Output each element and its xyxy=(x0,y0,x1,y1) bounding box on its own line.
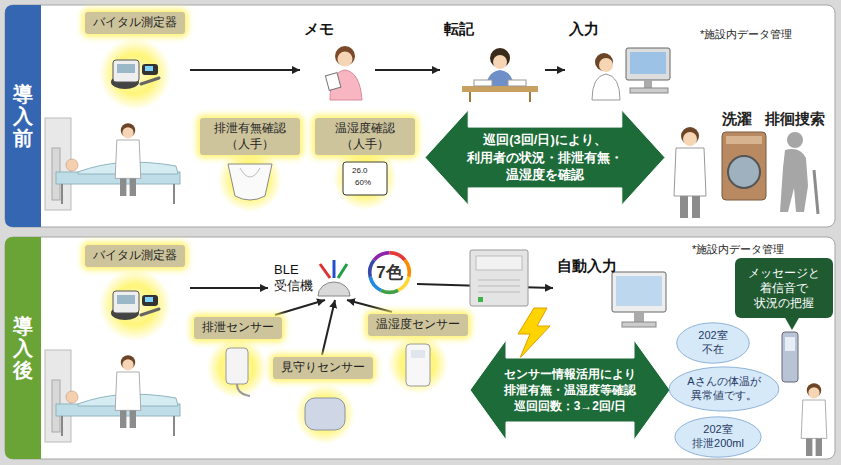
note-label: 洗濯 xyxy=(722,110,752,129)
tag-text: 排泄センサー xyxy=(194,317,282,339)
flow-arrow xyxy=(545,69,565,71)
flow-arrow xyxy=(190,287,268,289)
receiver-label: BLE 受信機 xyxy=(268,255,353,300)
flow-arrow xyxy=(347,300,392,312)
step-label: 自動入力 xyxy=(553,255,668,335)
transcribe-person xyxy=(462,48,538,102)
server xyxy=(470,250,528,306)
bubble-text: 202室 排泄200ml xyxy=(686,423,750,451)
thermo-hygro-sensor xyxy=(388,334,448,394)
bed-scene xyxy=(45,118,180,210)
alert-bubble: 202室 不在 xyxy=(676,322,750,364)
phase-panel: 導入後 バイタル測定器 BLE 受信機 7色 自動入力排泄センサー見守りセンサー 温湿度セ… xyxy=(5,237,835,459)
washing-machine xyxy=(722,132,766,200)
step-text: 転記 xyxy=(444,20,474,39)
caregiver xyxy=(674,127,706,218)
alert-bubble: Aさんの体温が 異常値です。 xyxy=(668,366,780,412)
step-label: 入力 xyxy=(565,18,680,103)
double-arrow: 巡回(3回/日)により、 利用者の状況・排泄有無・ 温湿度を確認 xyxy=(425,110,665,205)
elderly-silhouette xyxy=(780,132,818,214)
thermo-hygrometer xyxy=(333,146,397,210)
diaper xyxy=(218,148,282,212)
phone xyxy=(782,332,798,382)
device-tag: 排泄有無確認 （人手） xyxy=(195,116,305,210)
double-arrow: センサー情報活用により 排泄有無・温湿度等確認 巡回回数：3→2回/日 xyxy=(470,340,670,440)
step-text: メモ xyxy=(304,20,334,39)
color-badge: 7色 xyxy=(362,250,417,295)
bed-scene xyxy=(45,350,180,442)
arrow-text: センサー情報活用により 排泄有無・温湿度等確認 巡回回数：3→2回/日 xyxy=(502,366,638,415)
vital-device xyxy=(99,38,171,110)
bubble-text: 202室 不在 xyxy=(693,329,733,357)
watch-sensor xyxy=(295,384,355,444)
tag-text: 温湿度確認 （人手） xyxy=(315,118,415,155)
lightning xyxy=(518,308,550,358)
receiver-text: BLE 受信機 xyxy=(274,262,320,293)
callout-tail xyxy=(784,316,800,330)
bubble-text: Aさんの体温が 異常値です。 xyxy=(681,375,767,403)
tag-text: 排泄有無確認 （人手） xyxy=(200,118,300,155)
device-tag: 見守りセンサー xyxy=(270,355,375,443)
tag-text: バイタル測定器 xyxy=(85,12,185,34)
note-label: 60% xyxy=(355,178,371,187)
device-tag: 温湿度センサー xyxy=(368,312,468,394)
input-person xyxy=(592,48,670,100)
ble-receiver xyxy=(318,260,350,296)
vital-device xyxy=(99,269,171,341)
step-text: 入力 xyxy=(569,20,599,39)
flow-arrow xyxy=(322,300,335,355)
arrow-text: 巡回(3回/日)により、 利用者の状況・排泄有無・ 温湿度を確認 xyxy=(457,131,633,184)
caregiver xyxy=(801,383,827,456)
step-label: 転記 xyxy=(440,18,545,103)
after-panel xyxy=(5,237,835,459)
tag-text: 温湿度センサー xyxy=(368,314,468,336)
before-panel xyxy=(5,5,835,227)
callout-text: メッセージと 着信音で 状況の把握 xyxy=(739,266,829,311)
note-label: *施設内データ管理 xyxy=(692,242,784,257)
monitor xyxy=(612,272,666,327)
device-tag: バイタル測定器 xyxy=(80,10,190,102)
tag-text: 見守りセンサー xyxy=(273,357,373,379)
step-text: 自動入力 xyxy=(557,257,617,276)
flow-arrow xyxy=(275,300,325,315)
device-tag: バイタル測定器 xyxy=(80,243,190,333)
phase-title: 導入後 xyxy=(13,315,33,381)
alert-bubble: 202室 排泄200ml xyxy=(674,416,762,458)
excretion-sensor xyxy=(207,338,267,398)
device-tag: 温湿度確認 （人手） xyxy=(312,116,418,210)
step-label: メモ xyxy=(300,18,375,103)
memo-person xyxy=(325,46,362,100)
tag-text: バイタル測定器 xyxy=(85,245,185,267)
message-callout: メッセージと 着信音で 状況の把握 xyxy=(735,258,833,318)
badge-text: 7色 xyxy=(376,261,402,284)
note-label: 26.0 xyxy=(352,166,368,175)
note-label: *施設内データ管理 xyxy=(700,27,792,42)
flow-arrow xyxy=(375,69,440,71)
flow-arrow xyxy=(190,69,300,71)
note-label: 排徊捜索 xyxy=(765,110,825,129)
phase-title: 導入前 xyxy=(13,83,33,149)
